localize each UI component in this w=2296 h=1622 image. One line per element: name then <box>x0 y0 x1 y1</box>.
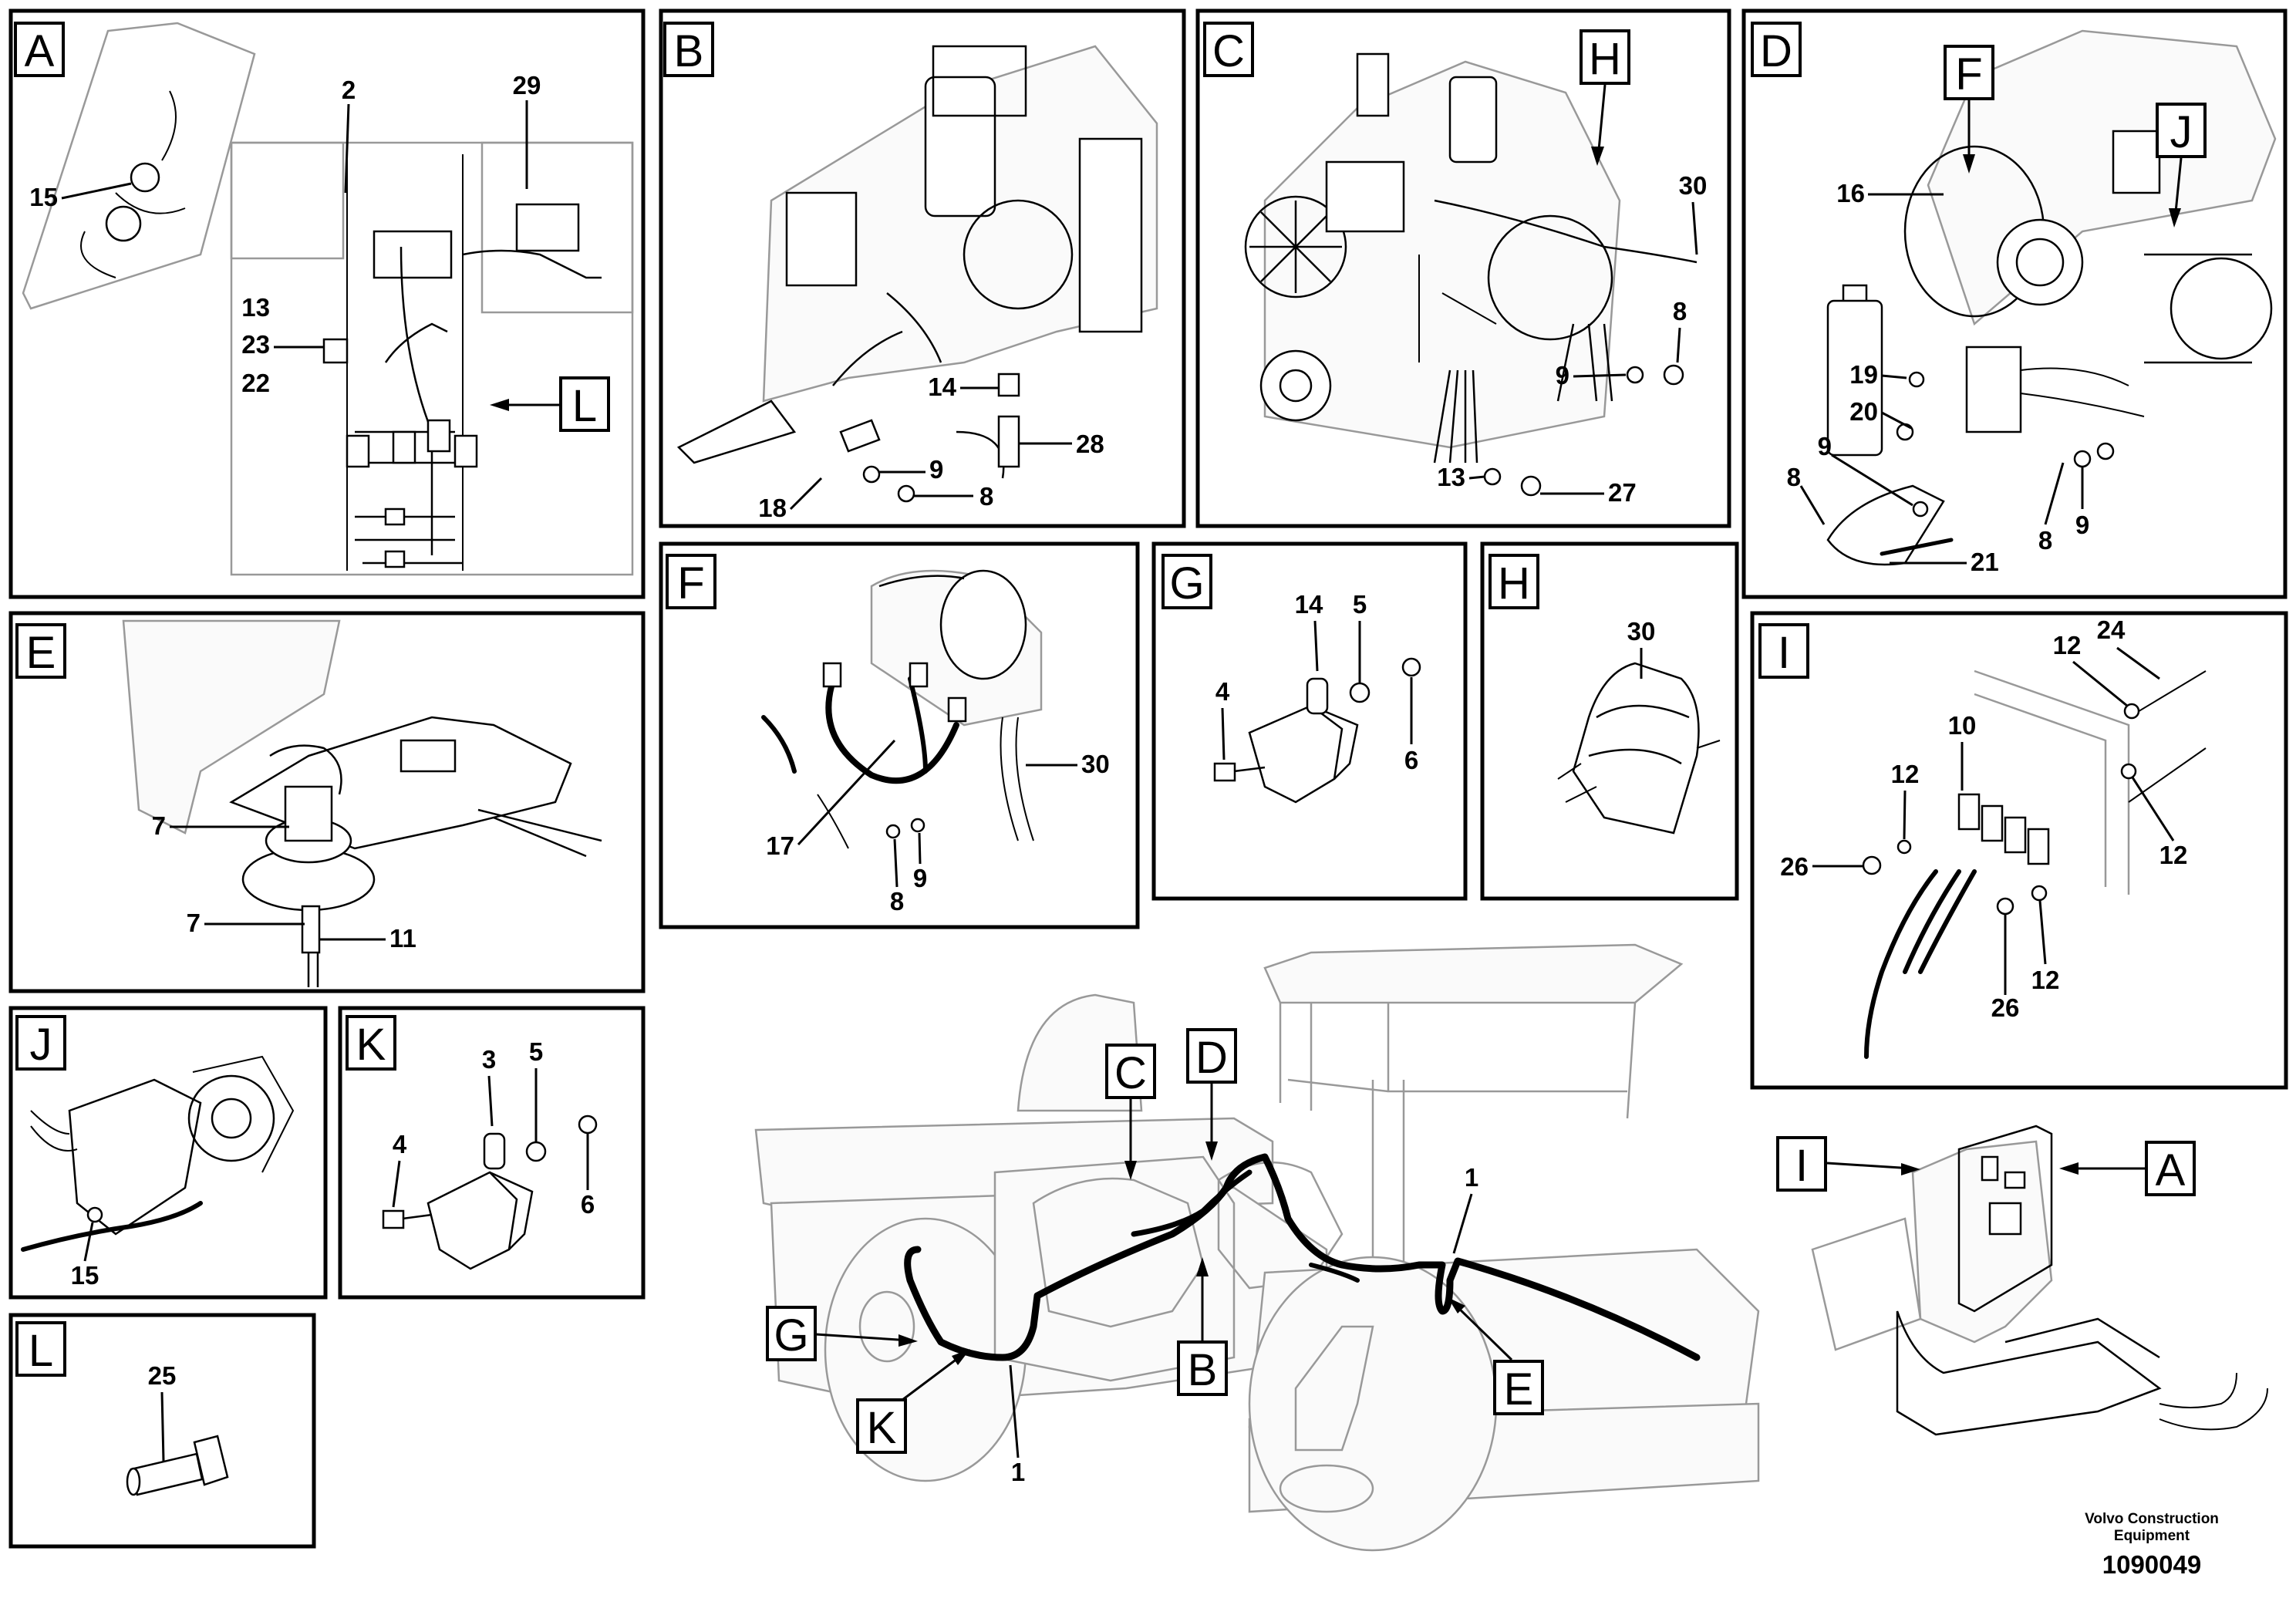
panel-c-part-label: 8 <box>1673 297 1687 325</box>
panel-i-part-label: 12 <box>1891 760 1920 788</box>
panel-b-part-label: 14 <box>928 373 956 401</box>
panel-c-letter: C <box>1212 26 1245 76</box>
panel-d-callout-f: F <box>1955 49 1982 99</box>
panel-h: H 30 <box>1480 541 1739 901</box>
panel-k: K 3 5 4 6 <box>338 1006 646 1300</box>
panel-i-part-label: 10 <box>1948 711 1977 740</box>
panel-g-part-label: 4 <box>1215 677 1230 706</box>
panel-a-part-label: 22 <box>241 369 270 397</box>
footer-company: Volvo Construction <box>2085 1511 2219 1527</box>
panel-f-part-label: 9 <box>913 864 927 892</box>
panel-d: D 16 19 20 9 8 21 8 9 <box>1741 8 2288 599</box>
panel-d-part-label: 21 <box>1971 548 1999 576</box>
overview-callout-k: K <box>867 1403 897 1453</box>
panel-e-part-label: 7 <box>152 811 166 840</box>
panel-f-part-label: 8 <box>890 887 904 916</box>
panel-e-part-label: 11 <box>389 924 416 953</box>
panel-b: B 14 28 9 18 8 <box>659 8 1186 528</box>
panel-k-part-label: 3 <box>482 1045 496 1074</box>
panel-i-part-label: 26 <box>1780 852 1809 881</box>
panel-g-part-label: 5 <box>1353 590 1367 619</box>
panel-d-callout-j: J <box>2170 107 2193 157</box>
overview-callout-c: C <box>1114 1048 1147 1098</box>
panel-h-part-label: 30 <box>1627 617 1656 646</box>
overview-callout-e: E <box>1504 1364 1534 1415</box>
panel-j-letter: J <box>30 1020 52 1070</box>
panel-f-part-label: 30 <box>1081 750 1110 778</box>
footer: Volvo Construction Equipment 1090049 <box>2085 1511 2219 1579</box>
panel-a-part-label: 15 <box>29 183 58 211</box>
panel-e-letter: E <box>26 628 56 678</box>
panel-d-letter: D <box>1760 26 1792 76</box>
overview-callout-b: B <box>1188 1345 1218 1395</box>
panel-a-part-label: 29 <box>513 71 541 99</box>
panel-a-part-label: 23 <box>241 330 270 359</box>
panel-l-part-label: 25 <box>148 1361 177 1390</box>
panel-i-part-label: 12 <box>2031 966 2060 994</box>
panel-c: C 30 8 9 13 27 H <box>1195 8 1731 528</box>
panel-a-letter: A <box>25 26 55 76</box>
panel-a-callout-l: L <box>572 381 597 431</box>
panel-k-letter: K <box>356 1020 386 1070</box>
panel-c-part-label: 30 <box>1679 171 1708 200</box>
overview-callout-a: A <box>2156 1145 2186 1195</box>
panel-g-part-label: 14 <box>1295 590 1323 619</box>
panel-b-letter: B <box>674 26 704 76</box>
panel-k-part-label: 6 <box>581 1190 595 1219</box>
panel-d-part-label: 20 <box>1849 397 1878 426</box>
panel-i-letter: I <box>1778 628 1790 678</box>
panel-c-callout-h: H <box>1589 34 1621 84</box>
panel-g-letter: G <box>1169 558 1204 609</box>
panel-j: J 15 <box>8 1006 328 1300</box>
panel-c-part-label: 27 <box>1608 478 1637 507</box>
panel-i-part-label: 26 <box>1991 993 2020 1022</box>
overview-callout-d: D <box>1195 1033 1228 1083</box>
panel-b-part-label: 9 <box>929 455 943 484</box>
panel-l: L 25 <box>8 1313 316 1549</box>
panel-f: F 30 17 8 9 <box>659 541 1140 929</box>
panel-i-part-label: 12 <box>2159 841 2188 869</box>
panel-g: G 14 5 4 6 <box>1151 541 1468 901</box>
panel-f-letter: F <box>677 558 704 609</box>
panel-d-part-label: 9 <box>1818 432 1832 460</box>
panel-b-part-label: 28 <box>1076 430 1104 458</box>
panel-d-part-label: 16 <box>1836 179 1865 207</box>
panel-c-part-label: 13 <box>1437 463 1465 491</box>
overview-callout-i: I <box>1795 1141 1808 1191</box>
overview-part-label: 1 <box>1011 1458 1025 1486</box>
panel-a: A 15 2 29 13 23 22 <box>8 8 646 599</box>
panel-a-part-label: 13 <box>241 293 270 322</box>
panel-b-part-label: 8 <box>979 482 993 511</box>
panel-i-part-label: 12 <box>2053 631 2082 659</box>
panel-c-part-label: 9 <box>1556 361 1569 389</box>
panel-d-part-label: 19 <box>1849 360 1878 389</box>
drawing-number: 1090049 <box>2102 1550 2201 1579</box>
footer-company-line2: Equipment <box>2114 1528 2190 1544</box>
control-box-overview: I A <box>1776 1125 2268 1436</box>
panel-d-part-label: 8 <box>2038 526 2052 555</box>
panel-f-part-label: 17 <box>766 831 794 860</box>
panel-j-part-label: 15 <box>71 1261 99 1290</box>
panel-d-part-label: 9 <box>2075 511 2089 539</box>
panel-e: E 7 7 11 <box>8 611 646 993</box>
panel-i: I 12 24 10 12 26 12 26 12 <box>1750 611 2288 1090</box>
panel-l-letter: L <box>29 1326 53 1376</box>
panel-a-part-label: 2 <box>342 76 356 104</box>
panel-b-part-label: 18 <box>758 494 787 522</box>
panel-h-letter: H <box>1498 558 1530 609</box>
panel-k-part-label: 5 <box>529 1037 543 1066</box>
panel-i-part-label: 24 <box>2097 615 2126 644</box>
panel-d-part-label: 8 <box>1787 463 1801 491</box>
panel-e-part-label: 7 <box>187 909 201 937</box>
panel-k-part-label: 4 <box>393 1130 407 1158</box>
overview-part-label: 1 <box>1465 1163 1478 1192</box>
panel-g-part-label: 6 <box>1404 746 1418 774</box>
machine-overview: C D G B E K 1 1 <box>754 943 1760 1552</box>
overview-callout-g: G <box>774 1310 808 1361</box>
